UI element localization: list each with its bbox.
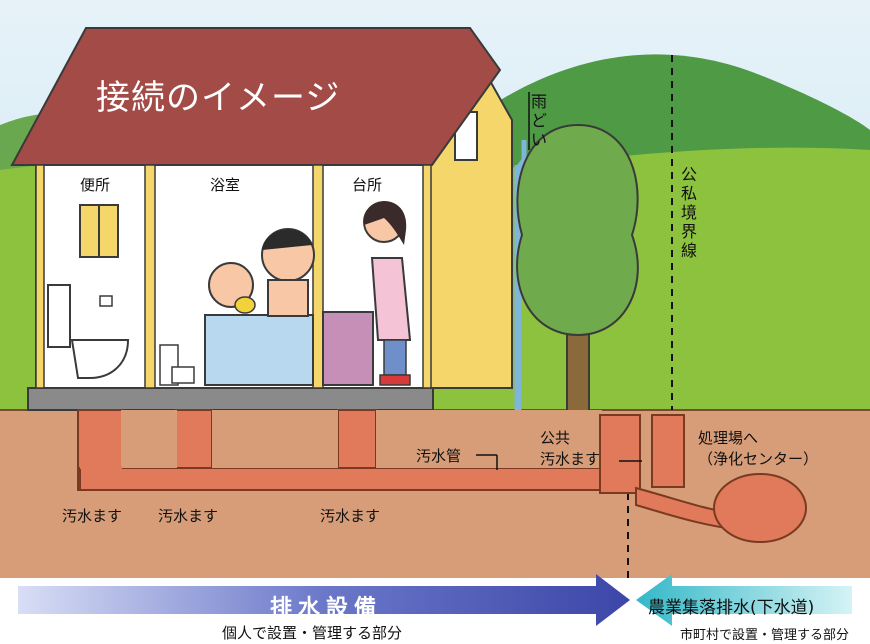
- toilet-bowl: [70, 339, 130, 379]
- treatment-plant-label: 処理場へ （浄化センター）: [698, 429, 819, 468]
- public-inlet: [599, 414, 641, 494]
- inlet-label-3: 汚水ます: [320, 507, 381, 525]
- toilet-tank: [47, 284, 71, 348]
- house-foundation: [27, 387, 434, 411]
- bathtub: [204, 314, 314, 386]
- inlet-box-3: [337, 409, 377, 473]
- private-section-title: 排水設備: [270, 596, 383, 621]
- arrow-public: [636, 574, 852, 626]
- page-title: 接続のイメージ: [96, 78, 341, 118]
- treatment-connection: [713, 473, 807, 543]
- room-label-kitchen: 台所: [352, 176, 383, 194]
- arrow-private: [18, 574, 630, 626]
- inlet-box-2: [175, 409, 213, 473]
- kitchen-sink: [322, 311, 374, 386]
- inlet-label-2: 汚水ます: [158, 507, 219, 525]
- tree-canopy: [516, 123, 639, 337]
- inlet-label-1: 汚水ます: [62, 507, 123, 525]
- room-label-bath: 浴室: [210, 176, 241, 194]
- grass-left: [0, 165, 40, 420]
- private-section-caption: 個人で設置・管理する部分: [222, 624, 403, 642]
- room-label-toilet: 便所: [80, 176, 111, 194]
- child: [208, 262, 254, 308]
- sewage-pipe-label: 汚水管: [416, 447, 462, 465]
- public-inlet-label: 公共 汚水ます: [540, 429, 601, 468]
- gutter-label: 雨どい: [530, 92, 547, 149]
- public-section-title: 農業集落排水(下水道): [648, 598, 815, 618]
- boundary-label: 公私境界線: [680, 165, 698, 260]
- public-section-caption: 市町村で設置・管理する部分: [680, 628, 850, 643]
- house-roof: [10, 27, 502, 166]
